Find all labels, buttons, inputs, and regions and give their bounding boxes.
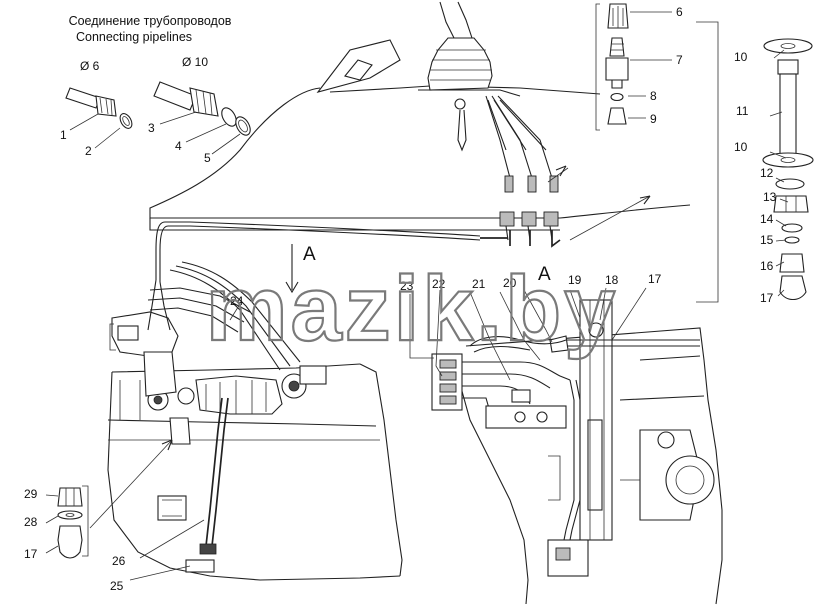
distribution-block [431,353,571,429]
fitting-d10: Ø 10 [153,55,251,136]
callout-20: 19 [568,273,582,287]
callout-3: 3 [148,121,155,135]
callout-25: 24 [230,294,244,308]
callout-10a: 10 [734,50,748,64]
callout-7: 7 [676,53,683,67]
callout-24: 23 [400,279,414,293]
callout-6: 6 [676,5,683,19]
callout-29: 29 [24,487,38,501]
callout-9: 9 [650,112,657,126]
inset-nut-group [605,3,629,125]
callout-15: 15 [760,233,774,247]
callout-21: 20 [503,276,517,290]
callout-5: 5 [204,151,211,165]
floor-fittings-upper [504,175,559,193]
view-label-a-left: A [303,244,316,265]
callout-12: 12 [760,166,774,180]
watermark: mazik.by [206,258,619,360]
gear-lever-boot [418,1,521,152]
callout-27: 26 [112,554,126,568]
title-ru: Соединение трубопроводов [69,14,232,28]
callout-17b: 17 [24,547,38,561]
title-en: Connecting pipelines [76,30,192,44]
view-label-a-right: A [538,264,551,285]
diameter-label-10: Ø 10 [182,55,208,69]
fitting-d6: Ø 6 [65,59,133,129]
inset-left-bottom [57,487,83,559]
diameter-label-6: Ø 6 [80,59,100,73]
callout-18: 17 [648,272,662,286]
callout-14: 14 [760,212,774,226]
callout-16: 16 [760,259,774,273]
callout-8: 8 [650,89,657,103]
callout-22: 21 [472,277,486,291]
floor-fittings-lower [480,211,561,248]
callout-4: 4 [175,139,182,153]
callout-2: 2 [85,144,92,158]
callout-13: 13 [763,190,777,204]
callout-10b: 10 [734,140,748,154]
shift-valve-cluster [109,311,327,445]
callout-1: 1 [60,128,67,142]
callout-11: 11 [736,104,749,118]
callout-28: 28 [24,515,38,529]
inset-pipe-column [762,38,814,301]
callout-26: 25 [110,579,124,593]
callout-17a: 17 [760,291,774,305]
callout-23: 22 [432,277,446,291]
callout-19: 18 [605,273,619,287]
